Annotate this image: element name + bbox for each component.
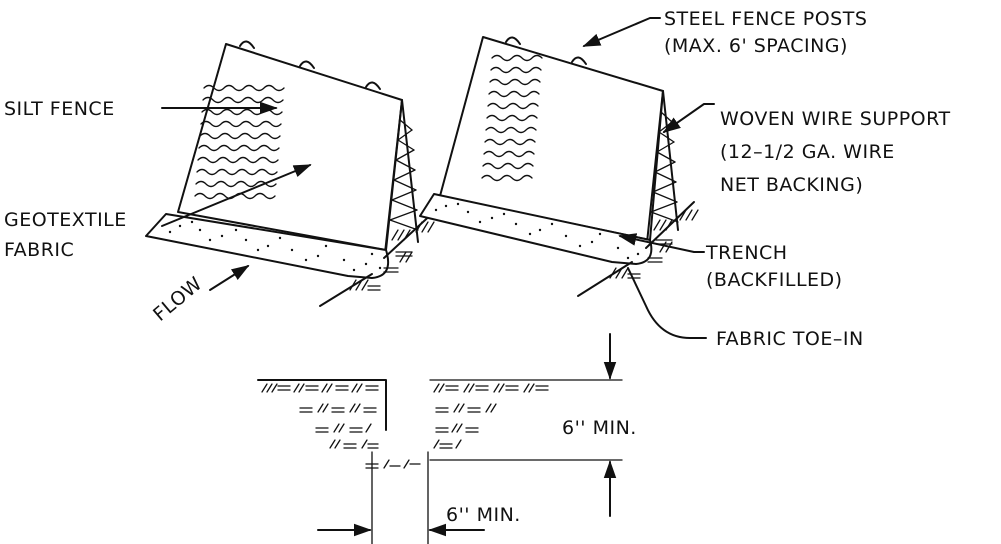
trench-section [257, 333, 623, 544]
left-ground-line-lower [319, 273, 373, 307]
right-ground-line-upper [645, 201, 695, 249]
left-post-top-1 [239, 40, 255, 49]
left-post-top-3 [365, 81, 381, 90]
trench-leader [618, 233, 705, 253]
label-depth-dim: 6'' MIN. [562, 417, 637, 439]
left-post-top-2 [299, 60, 315, 69]
label-flow: FLOW [149, 273, 206, 326]
right-apron-dots [434, 202, 640, 260]
left-fence-fabric [177, 43, 403, 251]
steel-posts-leader [582, 17, 661, 47]
toe-in-leader [627, 267, 707, 339]
left-post [383, 99, 403, 263]
trench-section-outline [257, 379, 387, 431]
label-trench-2: (BACKFILLED) [706, 269, 843, 291]
right-ground-line-lower [577, 261, 633, 297]
label-woven-2: (12–1/2 GA. WIRE [720, 141, 895, 163]
label-geotextile-2: FABRIC [4, 239, 74, 261]
flow-arrow [209, 265, 250, 291]
label-width-dim: 6'' MIN. [446, 504, 521, 526]
woven-wire-leader [662, 103, 715, 134]
right-fence [419, 36, 699, 297]
left-soil-hatch [349, 221, 435, 291]
left-apron-dots [168, 220, 382, 272]
label-steel-posts-1: STEEL FENCE POSTS [664, 8, 867, 30]
right-post-top-1 [505, 36, 521, 45]
left-fence [145, 40, 437, 307]
trench-soil-hatch [261, 383, 549, 469]
label-fabric-toe-in: FABRIC TOE–IN [716, 328, 864, 350]
label-geotextile-1: GEOTEXTILE [4, 209, 127, 231]
label-steel-posts-2: (MAX. 6' SPACING) [664, 35, 848, 57]
right-silt-hatch [481, 54, 543, 182]
label-woven-3: NET BACKING) [720, 174, 863, 196]
label-trench-1: TRENCH [705, 242, 788, 264]
geotextile-leader [161, 164, 312, 227]
left-wire-support [389, 99, 419, 243]
label-woven-1: WOVEN WIRE SUPPORT [720, 108, 951, 130]
right-post [645, 90, 664, 253]
label-silt-fence: SILT FENCE [4, 98, 115, 120]
right-post-top-2 [571, 56, 587, 65]
leader-lines [161, 17, 715, 339]
